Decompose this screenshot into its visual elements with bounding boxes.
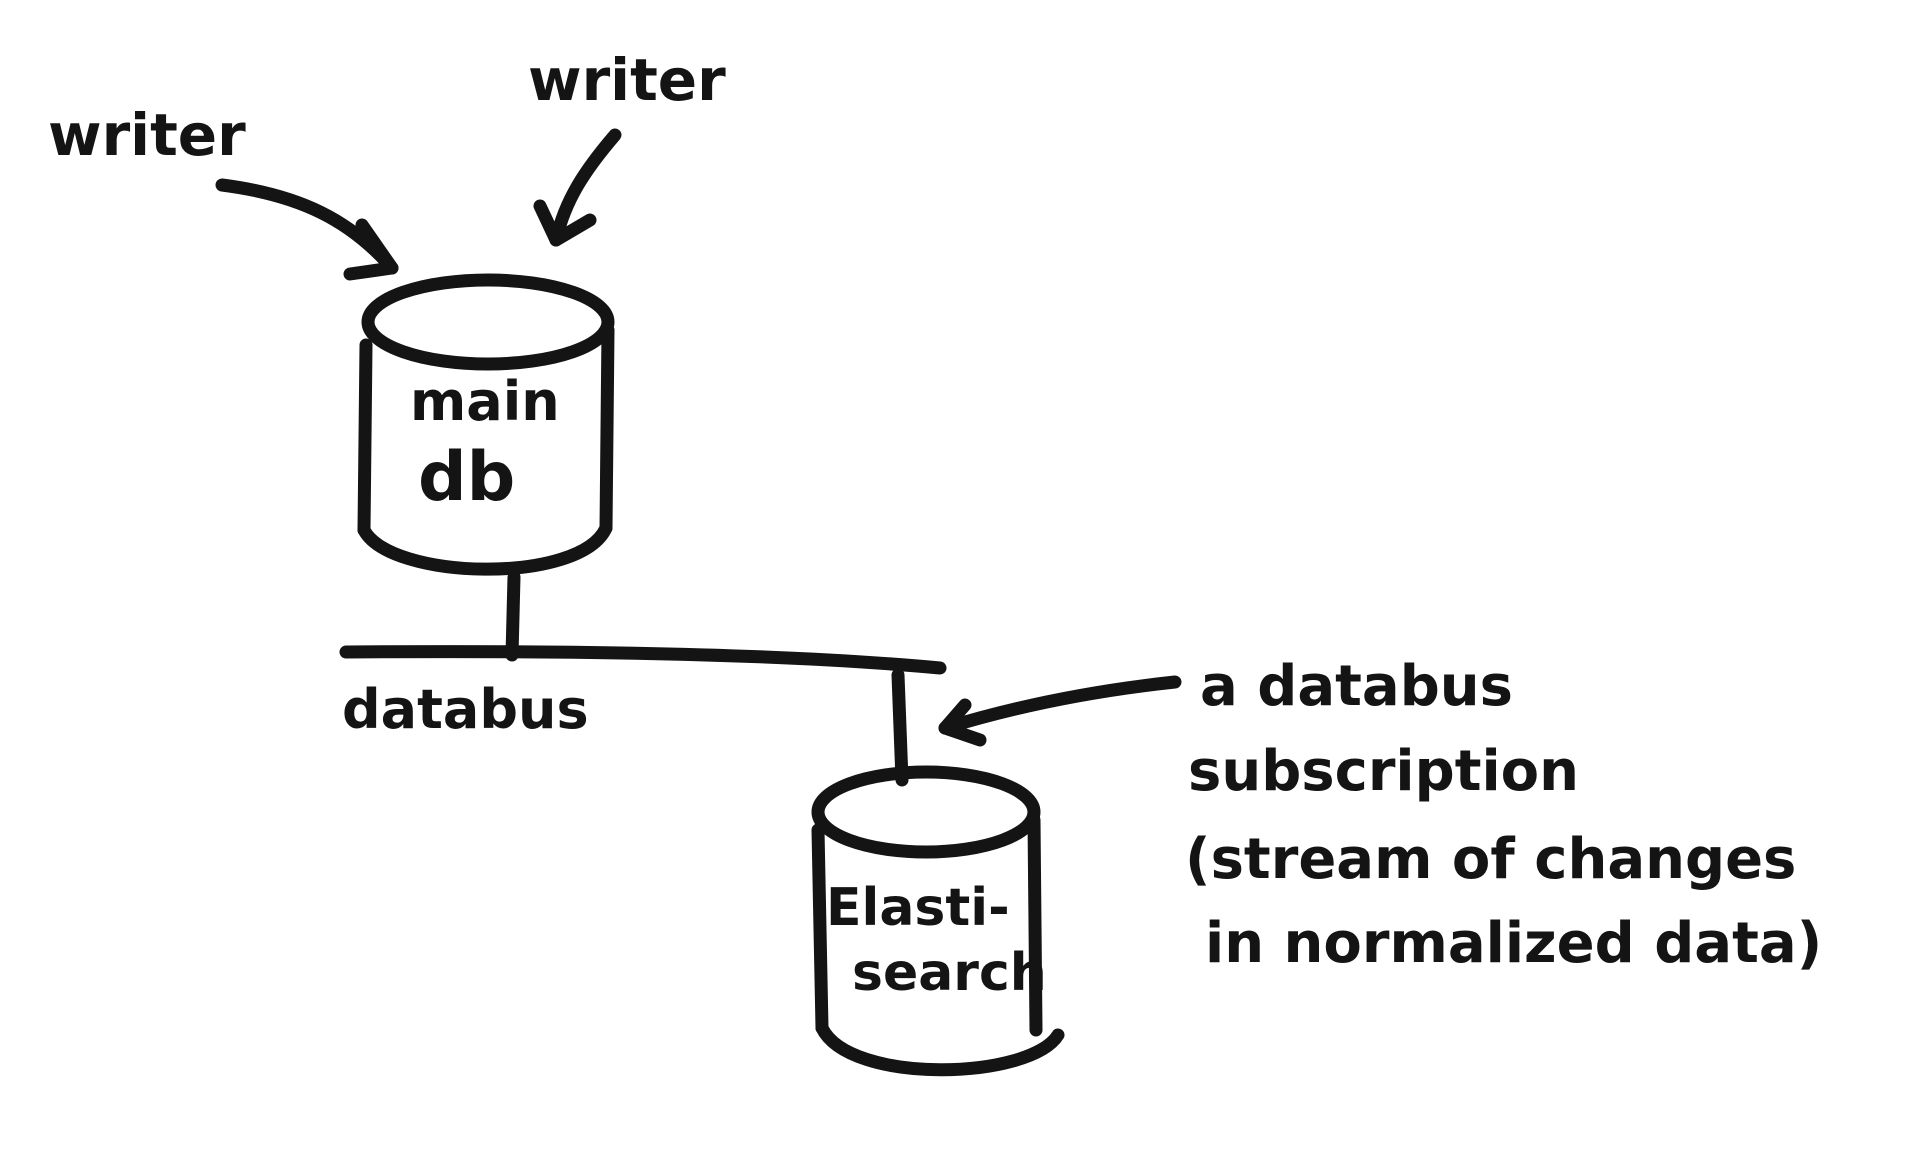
subscription-note-line1: a databus	[1200, 654, 1513, 719]
subscription-arrow	[938, 675, 1182, 747]
elasticsearch-connector	[891, 668, 909, 787]
elasticsearch-cylinder	[811, 765, 1065, 1077]
subscription-note-line4: in normalized data)	[1205, 911, 1822, 976]
databus-line	[339, 645, 947, 675]
writer-arrow-left	[215, 178, 399, 281]
writer-label-left: writer	[48, 101, 246, 169]
elasticsearch-label-line1: Elasti-	[826, 878, 1010, 938]
main-db-cylinder	[357, 273, 615, 576]
subscription-note-line3: (stream of changes	[1185, 827, 1796, 892]
writer-label-right: writer	[528, 46, 726, 114]
main-db-label-line2: db	[418, 438, 515, 517]
writer-arrow-right	[533, 128, 622, 247]
elasticsearch-label-line2: search	[852, 943, 1047, 1003]
subscription-note-line2: subscription	[1188, 739, 1579, 804]
main-db-connector	[505, 570, 521, 662]
main-db-label-line1: main	[410, 370, 560, 433]
databus-label: databus	[342, 678, 589, 741]
